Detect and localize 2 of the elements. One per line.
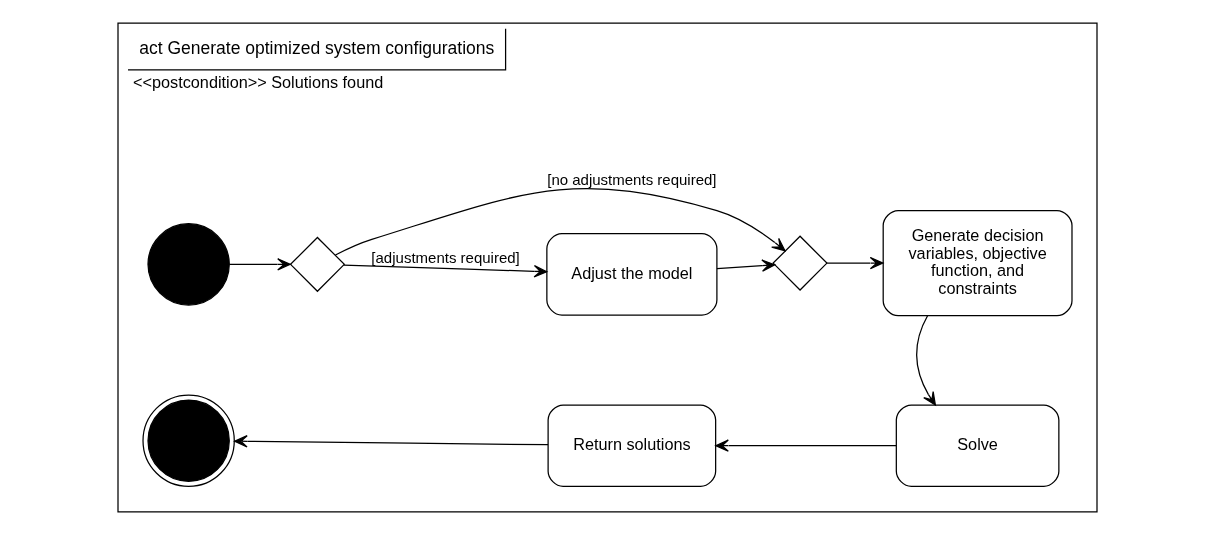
edge-label: [adjustments required] — [371, 248, 520, 266]
edge-label: [no adjustments required] — [547, 171, 717, 189]
